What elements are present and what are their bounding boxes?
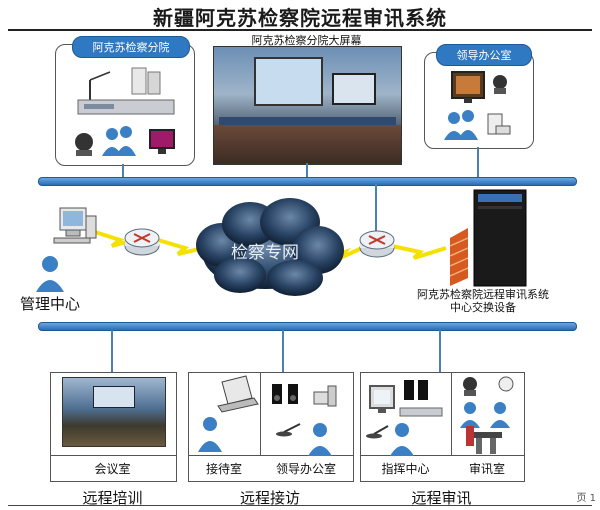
remote-training-caption: 远程培训 [82, 489, 143, 507]
large-screen-label: 阿克苏检察分院大屏幕 [251, 34, 362, 47]
bottom-network-bus [38, 322, 577, 331]
visit-footer [188, 455, 354, 482]
top-network-bus [38, 177, 577, 186]
management-center-label: 管理中心 [20, 295, 81, 313]
leader-office-room-label: 领导办公室 [275, 462, 336, 476]
screen-connector [306, 163, 308, 180]
private-network-cloud [196, 198, 344, 296]
audience-area [214, 125, 401, 163]
page-number: 页 1 [576, 493, 596, 504]
right-router [359, 230, 395, 258]
management-operator [36, 256, 64, 292]
reception-label: 接待室 [205, 462, 242, 476]
management-computer [53, 207, 97, 244]
branch-equipment [75, 67, 175, 156]
central-switch-rack [473, 189, 527, 287]
interrogation-equipment [366, 376, 514, 456]
meeting-room-photo [62, 377, 166, 447]
page-title: 新疆阿克苏检察院远程审讯系统 [153, 6, 447, 30]
cloud-label: 检察专网 [231, 243, 299, 263]
interrogation-footer [360, 455, 525, 482]
side-monitor [332, 73, 376, 105]
large-screen-photo [213, 46, 402, 165]
leader-office-panel [424, 52, 534, 149]
branch-connector [122, 164, 124, 180]
branch-office-label: 阿克苏检察分院 [72, 36, 190, 58]
leader-office-equipment [444, 71, 511, 140]
leader-connector [477, 147, 479, 180]
switch-label-line1: 阿克苏检察院远程审讯系统 [417, 288, 549, 301]
meeting-room-screen [93, 386, 135, 408]
firewall [449, 228, 469, 286]
interrogation-connector [439, 330, 441, 372]
meeting-room-label: 会议室 [94, 462, 131, 476]
router-uplink [375, 184, 377, 232]
projection-screen [254, 57, 323, 106]
remote-visit-caption: 远程接访 [239, 489, 300, 507]
training-connector [111, 330, 113, 372]
interrogation-divider [451, 372, 452, 480]
visit-connector [282, 330, 284, 372]
visit-divider [260, 372, 261, 480]
remote-interrogation-caption: 远程审讯 [411, 489, 472, 507]
title-divider [8, 29, 592, 31]
leader-office-label: 领导办公室 [436, 44, 532, 66]
interrogation-room-label: 审讯室 [468, 462, 505, 476]
meeting-room-footer [50, 455, 177, 482]
left-router [124, 228, 160, 256]
visit-equipment [198, 375, 337, 456]
footer-divider [8, 505, 592, 506]
command-center-label: 指挥中心 [381, 462, 430, 476]
conference-table [219, 117, 396, 125]
switch-label-line2: 中心交换设备 [450, 301, 516, 314]
